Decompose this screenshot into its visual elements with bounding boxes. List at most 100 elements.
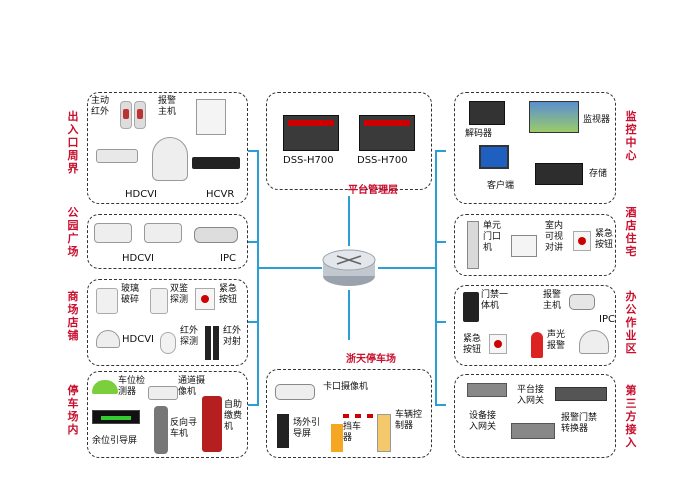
device-gateway-label: 设备接 入网关 <box>469 411 497 432</box>
hdcvi-camera-icon <box>144 223 182 243</box>
network-router-icon <box>322 249 376 286</box>
section-title-mall: 商场店铺 <box>67 290 79 342</box>
decoder-label: 解码器 <box>465 129 493 139</box>
dual-detector-label: 双鉴 探测 <box>170 284 189 305</box>
emergency-button-label: 紧急 按钮 <box>219 284 238 305</box>
checkpoint-camera-icon <box>275 384 315 400</box>
hdcvi-label: HDCVI <box>122 334 154 345</box>
parking-lot-panel: 卡口摄像机 场外引 导屏 挡车 器 车辆控 制器 <box>266 369 432 458</box>
barrier-gate-icon <box>331 424 343 452</box>
siren-icon <box>531 332 543 358</box>
ir-beam-icon <box>205 326 211 360</box>
client-label: 客户端 <box>487 181 515 191</box>
monitor-center-panel: 解码器 监视器 客户端 存储 <box>454 92 616 204</box>
ipc-camera-icon <box>569 294 595 310</box>
glass-break-label: 玻璃 破碎 <box>121 284 140 305</box>
active-ir-icon <box>134 101 146 129</box>
hdcvi-label: HDCVI <box>122 253 154 264</box>
parking-caption: 浙天停车场 <box>346 354 396 365</box>
emergency-button-icon <box>195 288 215 310</box>
hcvr-recorder-icon <box>192 157 240 169</box>
hcvr-label: HCVR <box>206 189 235 200</box>
park-square-panel: HDCVI IPC <box>87 214 248 269</box>
dss-server-icon <box>359 115 415 151</box>
emergency-button-label: 紧急 按钮 <box>595 229 614 250</box>
dome-camera-icon <box>579 330 609 354</box>
ir-beam-label: 红外 对射 <box>223 326 242 347</box>
platform-panel: DSS-H700 DSS-H700 <box>266 92 432 190</box>
indoor-monitor-label: 室内 可视 对讲 <box>545 221 564 253</box>
outdoor-screen-icon <box>277 414 289 448</box>
platform-gateway-label: 平台接 入网关 <box>517 385 545 406</box>
ipc-label: IPC <box>220 253 236 264</box>
indoor-monitor-icon <box>511 235 537 257</box>
section-title-hotel: 酒店住宅 <box>625 206 637 258</box>
active-ir-label: 主动 红外 <box>91 96 110 117</box>
ipc-camera-icon <box>194 227 238 243</box>
dss-server-label: DSS-H700 <box>357 155 408 166</box>
section-title-park: 公园广场 <box>67 206 79 258</box>
converter-icon <box>555 387 607 401</box>
gateway-icon <box>467 383 507 397</box>
siren-label: 声光 报警 <box>547 330 566 351</box>
dual-detector-icon <box>150 288 168 314</box>
alarm-host-label: 报警 主机 <box>158 96 177 117</box>
space-detector-label: 车位检 测器 <box>118 376 146 397</box>
reverse-finder-icon <box>154 406 168 454</box>
decoder-icon <box>469 101 505 125</box>
section-title-third-party: 第三方接入 <box>625 384 637 449</box>
hdcvi-label: HDCVI <box>125 189 157 200</box>
guidance-screen-icon <box>92 410 140 424</box>
third-party-panel: 平台接 入网关 设备接 入网关 报警门禁 转换器 <box>454 374 616 458</box>
vehicle-controller-icon <box>377 414 391 452</box>
dss-server-icon <box>283 115 339 151</box>
section-title-monitor-center: 监控中心 <box>625 110 637 162</box>
bullet-camera-icon <box>96 149 138 163</box>
platform-caption: 平台管理层 <box>348 185 398 196</box>
door-station-label: 单元 门口 机 <box>483 221 502 253</box>
dss-server-label: DSS-H700 <box>283 155 334 166</box>
video-wall-icon <box>529 101 579 133</box>
guidance-screen-label: 余位引导屏 <box>92 436 138 446</box>
client-pc-icon <box>479 145 509 169</box>
alarm-access-converter-label: 报警门禁 转换器 <box>561 413 598 434</box>
glass-break-icon <box>96 288 118 314</box>
reverse-finder-label: 反向寻 车机 <box>170 418 198 439</box>
storage-label: 存储 <box>589 169 608 179</box>
access-control-icon <box>463 292 479 322</box>
monitor-label: 监视器 <box>583 115 611 125</box>
space-detector-icon <box>92 380 118 394</box>
barrier-arm-icon <box>343 414 387 418</box>
storage-icon <box>535 163 583 185</box>
entrance-perimeter-panel: 主动 红外 报警 主机 HDCVI HCVR <box>87 92 248 204</box>
ipc-label: IPC <box>599 314 615 325</box>
checkpoint-camera-label: 卡口摄像机 <box>323 382 369 392</box>
hdcvi-camera-icon <box>94 223 132 243</box>
ir-detector-icon <box>160 332 176 354</box>
door-station-icon <box>467 221 479 269</box>
access-control-label: 门禁一 体机 <box>481 290 509 311</box>
section-title-parking-inside: 停车场内 <box>67 384 79 436</box>
self-pay-label: 自助 缴费 机 <box>224 400 243 432</box>
parking-inside-panel: 车位检 测器 通道摄 像机 余位引导屏 反向寻 车机 自助 缴费 机 <box>87 371 248 458</box>
section-title-entrance: 出入口周界 <box>67 110 79 175</box>
active-ir-icon <box>120 101 132 129</box>
alarm-host-icon <box>196 99 226 135</box>
office-area-panel: 门禁一 体机 报警 主机 IPC 紧急 按钮 声光 报警 <box>454 285 616 366</box>
hotel-residence-panel: 单元 门口 机 室内 可视 对讲 紧急 按钮 <box>454 214 616 276</box>
alarm-host-label: 报警 主机 <box>543 290 562 311</box>
mall-shop-panel: 玻璃 破碎 双鉴 探测 紧急 按钮 HDCVI 红外 探测 红外 对射 <box>87 279 248 366</box>
dome-camera-icon <box>152 137 188 181</box>
emergency-button-icon <box>573 231 591 251</box>
vehicle-controller-label: 车辆控 制器 <box>395 410 423 431</box>
emergency-button-icon <box>489 334 507 354</box>
section-title-office: 办公作业区 <box>625 290 637 355</box>
emergency-button-label: 紧急 按钮 <box>463 334 482 355</box>
lane-camera-label: 通道摄 像机 <box>178 376 206 397</box>
barrier-label: 挡车 器 <box>343 422 362 443</box>
self-pay-machine-icon <box>202 396 222 452</box>
ir-beam-icon <box>213 326 219 360</box>
hdcvi-dome-icon <box>96 330 120 348</box>
